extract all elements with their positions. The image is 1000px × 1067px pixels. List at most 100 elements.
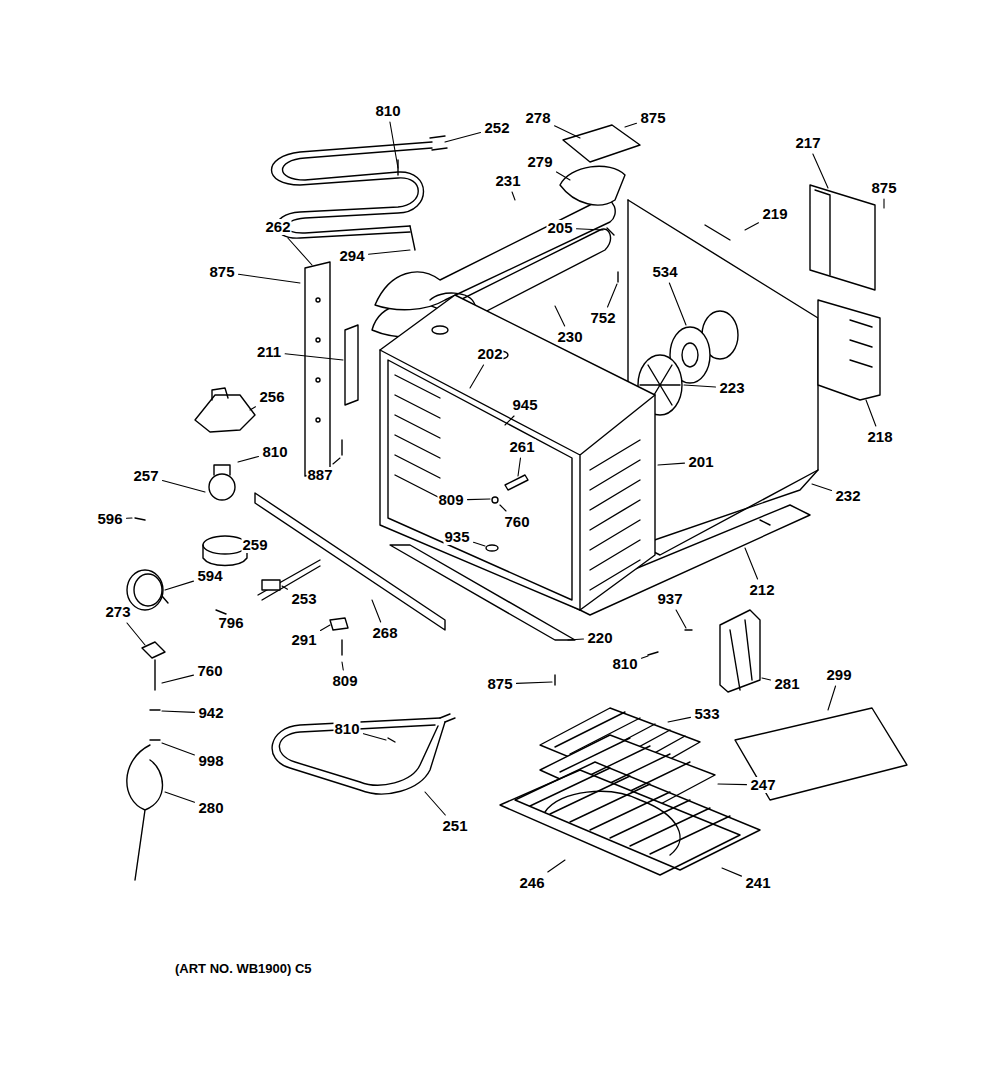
leader-line	[828, 686, 836, 710]
callout-number: 796	[217, 615, 244, 631]
callout-number: 247	[749, 777, 776, 793]
leader-line	[745, 548, 758, 579]
callout-number: 232	[834, 488, 861, 504]
callout-number: 252	[483, 120, 510, 136]
callout-number: 246	[518, 875, 545, 891]
leader-line	[577, 229, 603, 230]
leader-line	[364, 734, 386, 740]
leader-line	[162, 675, 193, 683]
leader-line	[557, 172, 570, 180]
callout-number: 534	[651, 264, 678, 280]
callout-number: 231	[494, 173, 521, 189]
leader-line	[505, 416, 514, 425]
callout-number: 218	[866, 429, 893, 445]
callout-number: 202	[476, 346, 503, 362]
callout-number: 278	[524, 110, 551, 126]
leader-line	[548, 860, 565, 872]
callout-number: 752	[589, 310, 616, 326]
callout-number: 809	[437, 492, 464, 508]
leader-line	[668, 717, 690, 722]
leader-line	[162, 743, 194, 755]
leader-line	[239, 274, 300, 283]
callout-number: 887	[306, 467, 333, 483]
callout-number: 596	[96, 511, 123, 527]
callout-number: 217	[794, 135, 821, 151]
callout-number: 294	[338, 248, 365, 264]
leader-line	[812, 484, 831, 490]
leader-line	[512, 192, 515, 200]
callout-number: 223	[718, 380, 745, 396]
callout-number: 998	[197, 753, 224, 769]
callout-number: 256	[258, 389, 285, 405]
callout-number: 205	[546, 220, 573, 236]
callout-number: 299	[825, 667, 852, 683]
leader-line	[718, 783, 746, 785]
leader-line	[342, 662, 343, 670]
leader-line	[165, 581, 193, 590]
leader-line	[162, 711, 194, 712]
callout-number: 875	[486, 676, 513, 692]
callout-number: 268	[371, 625, 398, 641]
leader-line	[445, 132, 480, 142]
callout-number: 875	[870, 180, 897, 196]
callout-number: 211	[256, 344, 282, 360]
leader-line	[468, 498, 490, 500]
callout-number: 942	[197, 705, 224, 721]
callout-number: 945	[511, 397, 538, 413]
leader-line	[369, 250, 410, 254]
leader-line	[676, 610, 686, 628]
leader-line	[127, 517, 132, 518]
callout-number: 279	[526, 154, 553, 170]
leader-line	[555, 306, 565, 326]
leader-line	[425, 792, 445, 815]
leader-line	[517, 682, 552, 683]
callout-number: 262	[264, 219, 291, 235]
leader-line	[568, 638, 583, 640]
leader-line	[474, 542, 485, 546]
callout-number: 810	[611, 656, 638, 672]
leader-line	[813, 154, 828, 188]
callout-number: 809	[331, 673, 358, 689]
leader-line	[669, 283, 686, 325]
callout-number: 935	[443, 529, 470, 545]
leader-lines	[127, 122, 884, 876]
leader-line	[238, 456, 258, 462]
leader-line	[642, 656, 648, 658]
callout-number: 280	[197, 800, 224, 816]
art-caption: (ART NO. WB1900) C5	[175, 961, 312, 976]
callout-number: 241	[744, 875, 771, 891]
leader-line	[165, 792, 194, 802]
leader-line	[722, 868, 741, 876]
callout-number: 875	[639, 110, 666, 126]
callout-number: 760	[196, 663, 223, 679]
leader-line	[163, 480, 205, 492]
callout-number: 219	[761, 206, 788, 222]
callout-number: 810	[374, 103, 401, 119]
callout-number: 281	[773, 676, 800, 692]
callout-number: 810	[261, 444, 288, 460]
callout-number: 220	[586, 630, 613, 646]
leader-line	[372, 600, 381, 622]
callout-number: 257	[132, 468, 159, 484]
callout-number: 875	[208, 264, 235, 280]
leader-line	[127, 623, 145, 645]
leader-line	[333, 458, 340, 464]
leader-line	[470, 365, 484, 388]
callout-number: 533	[693, 706, 720, 722]
leader-line	[321, 625, 330, 630]
leader-line	[500, 505, 506, 511]
leader-line	[745, 223, 758, 230]
callout-number: 810	[333, 721, 360, 737]
leader-line	[390, 122, 398, 168]
leader-line	[555, 126, 580, 138]
leader-line	[866, 400, 876, 426]
leader-line	[250, 407, 255, 410]
callout-number: 261	[508, 439, 535, 455]
leader-line	[883, 199, 884, 208]
callout-number: 253	[290, 591, 317, 607]
leader-line	[625, 123, 636, 127]
leader-line	[658, 463, 684, 465]
callout-number: 937	[656, 591, 683, 607]
